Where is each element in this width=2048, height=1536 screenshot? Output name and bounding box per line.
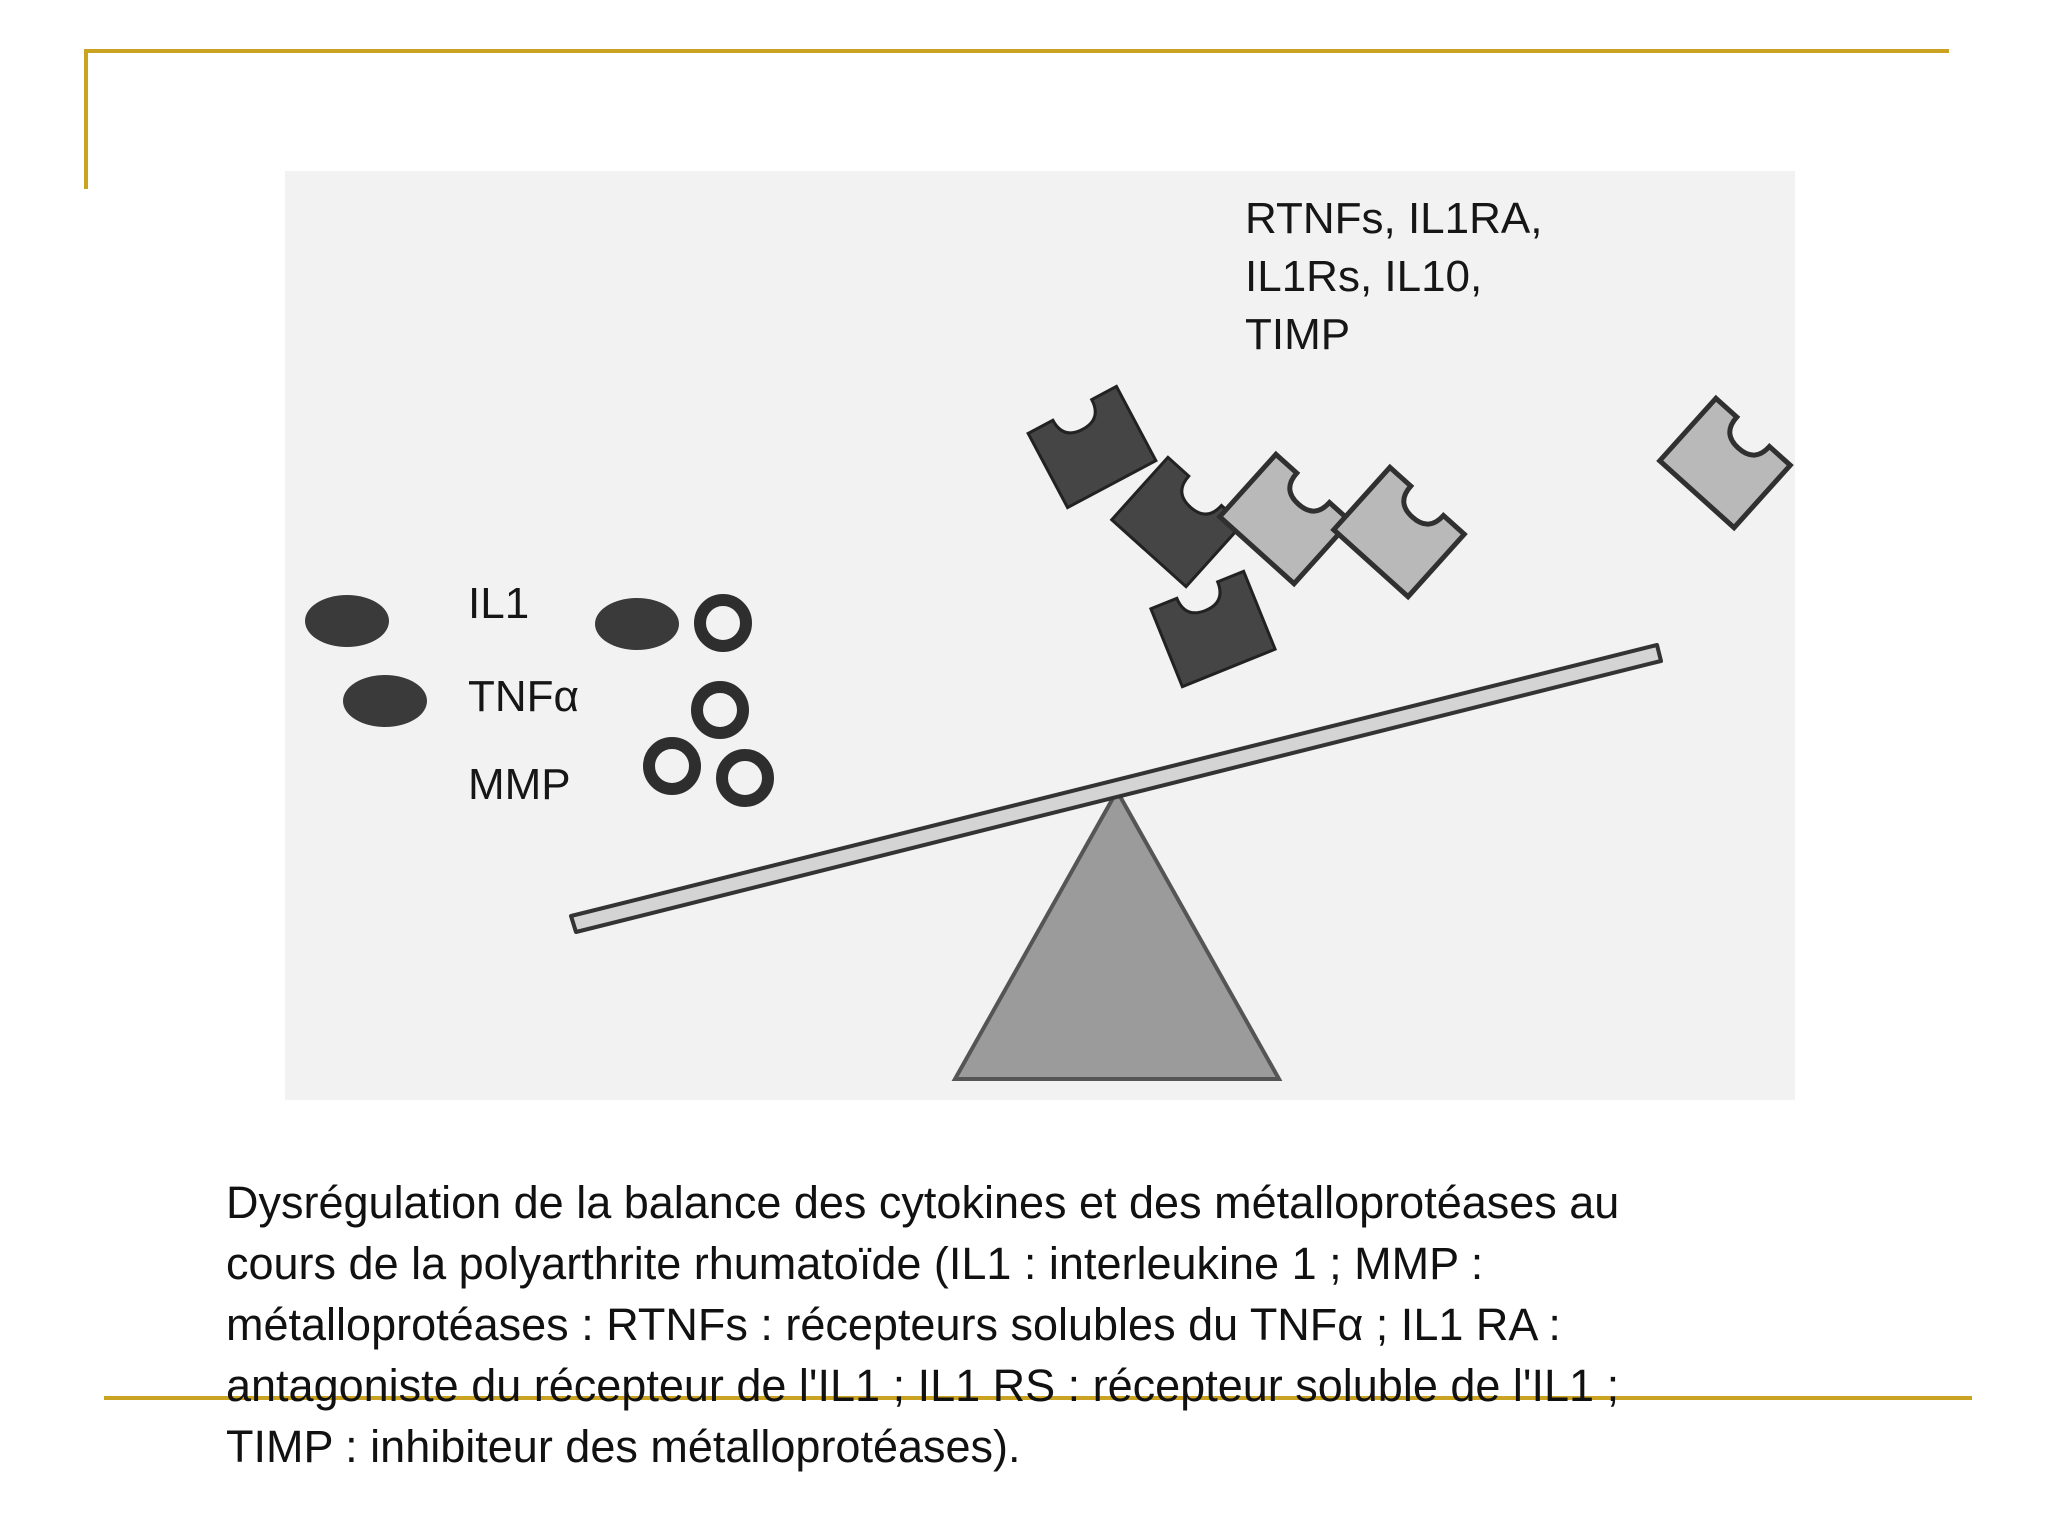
tnf-alpha-label: TNFα — [468, 672, 579, 721]
caption-line: métalloprotéases : RTNFs : récepteurs so… — [226, 1299, 1561, 1350]
caption-line: antagoniste du récepteur de l'IL1 ; IL1 … — [226, 1360, 1620, 1411]
balance-beam — [569, 643, 1663, 934]
left-group: IL1 TNFα MMP — [305, 579, 774, 809]
mmp-ring-icon-4 — [716, 749, 774, 807]
tnf-oval-icon — [343, 675, 427, 727]
caption-line: cours de la polyarthrite rhumatoïde (IL1… — [226, 1238, 1484, 1289]
il1-label: IL1 — [468, 579, 529, 628]
il1-oval-icon — [305, 595, 389, 647]
mmp-ring-icon-2 — [691, 681, 749, 739]
caption-line: TIMP : inhibiteur des métalloprotéases). — [226, 1421, 1021, 1472]
mmp-ring-icon — [694, 594, 752, 652]
top-gold-rule — [86, 49, 1949, 53]
inhibitors-label-line-1: RTNFs, IL1RA, — [1245, 194, 1542, 243]
caption-line: Dysrégulation de la balance des cytokine… — [226, 1177, 1620, 1228]
mmp-label: MMP — [468, 760, 571, 809]
inhibitors-label-line-2: IL1Rs, IL10, — [1245, 252, 1482, 301]
figure-caption: Dysrégulation de la balance des cytokine… — [226, 1172, 1866, 1477]
right-group: RTNFs, IL1RA, IL1Rs, IL10, TIMP — [1026, 194, 1790, 689]
mmp-ring-icon-3 — [643, 737, 701, 795]
il1-oval-icon-2 — [595, 598, 679, 650]
left-gold-rule — [84, 49, 88, 189]
inhibitors-label-line-3: TIMP — [1245, 310, 1350, 359]
fulcrum-triangle — [951, 786, 1283, 1081]
bottom-gold-rule — [104, 1396, 1972, 1400]
cytokine-balance-diagram: IL1 TNFα MMP RTNFs, IL1RA, IL1Rs, IL10, … — [285, 171, 1795, 1100]
